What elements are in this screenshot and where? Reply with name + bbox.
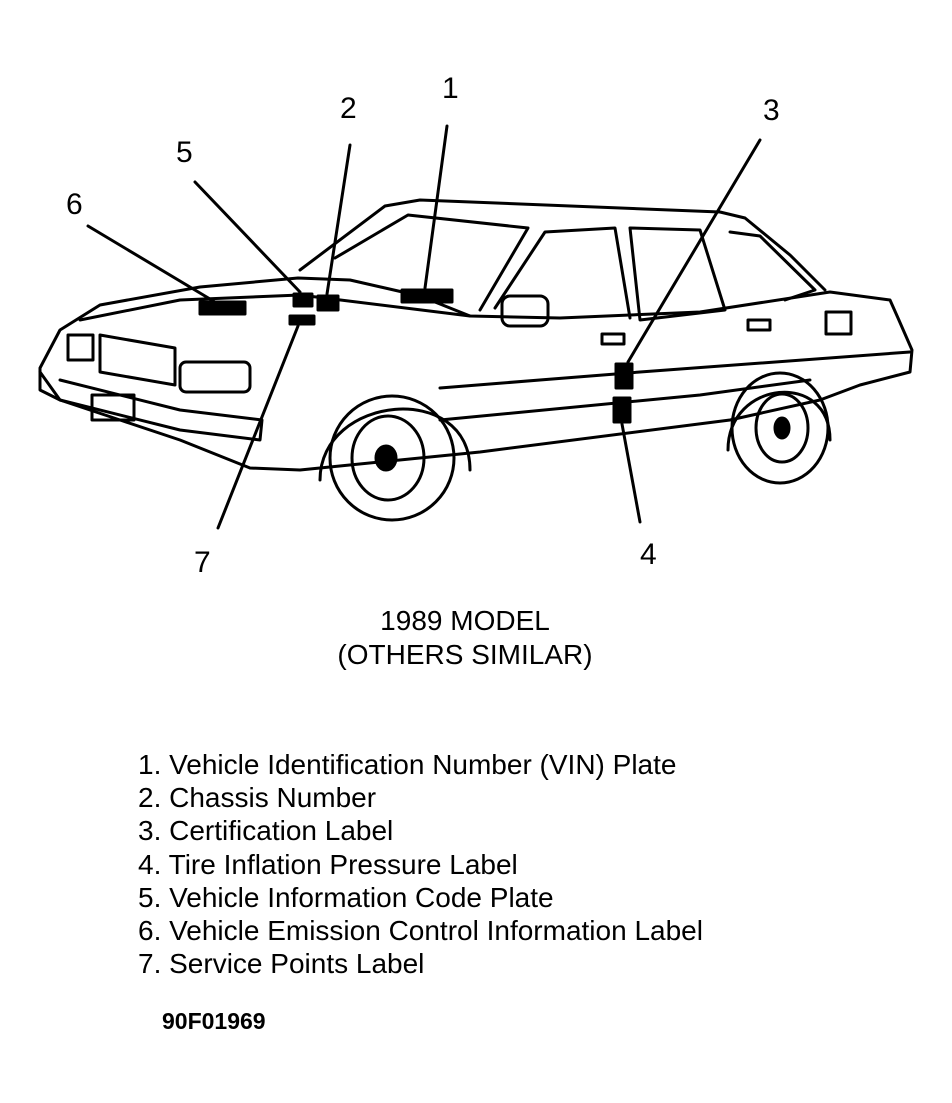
callout-number-2: 2: [340, 92, 357, 125]
marker-emission-label: [198, 300, 247, 316]
callout-number-5: 5: [176, 136, 193, 169]
figure-code: 90F01969: [162, 1008, 266, 1034]
leader-line-5: [193, 180, 302, 294]
car-door-handle-rear: [746, 318, 772, 332]
caption-model: 1989 MODEL: [380, 605, 550, 636]
legend-item-info-code-plate: 5. Vehicle Information Code Plate: [138, 881, 554, 913]
marker-tire-pressure-label: [612, 396, 632, 424]
callout-number-3: 3: [763, 94, 780, 127]
legend-item-chassis-number: 2. Chassis Number: [138, 782, 377, 814]
leader-line-2: [325, 143, 352, 296]
car-diagram: [38, 124, 914, 530]
caption-others-similar: (OTHERS SIMILAR): [337, 639, 593, 670]
marker-info-code-plate: [292, 292, 314, 308]
callout-number-6: 6: [66, 188, 83, 221]
legend-item-service-points-label: 7. Service Points Label: [138, 948, 425, 980]
car-license-plate: [90, 393, 136, 422]
callout-number-7: 7: [194, 546, 211, 579]
car-side-mirror: [500, 294, 550, 328]
marker-certification-label: [614, 362, 634, 390]
car-headlight-right: [178, 360, 252, 394]
marker-chassis-number: [316, 294, 340, 312]
car-body-outline: [38, 276, 914, 472]
car-rear-wheel: [726, 371, 832, 485]
car-headlight-left: [66, 333, 95, 362]
legend-list: 1. Vehicle Identification Number (VIN) P…: [138, 748, 703, 980]
car-taillight: [824, 310, 853, 336]
leader-line-4: [620, 422, 642, 524]
car-front-wheel: [318, 394, 472, 522]
leader-line-6: [86, 224, 217, 304]
marker-vin-plate: [400, 288, 454, 304]
car-belt-line: [438, 350, 912, 390]
leader-line-1: [423, 124, 449, 290]
marker-service-points: [288, 314, 316, 326]
legend-item-certification-label: 3. Certification Label: [138, 815, 394, 847]
callout-number-1: 1: [442, 72, 459, 105]
car-rocker-line: [438, 378, 812, 422]
callout-number-4: 4: [640, 538, 657, 571]
leader-line-7: [216, 324, 300, 530]
car-hood: [78, 293, 472, 322]
car-rear-window: [628, 226, 727, 322]
legend-item-emission-label: 6. Vehicle Emission Control Information …: [138, 915, 703, 947]
car-roof: [298, 198, 827, 292]
car-bumper: [38, 370, 264, 442]
car-grille: [98, 333, 177, 387]
legend-item-vin-plate: 1. Vehicle Identification Number (VIN) P…: [138, 749, 677, 780]
car-door-handle-front: [600, 332, 626, 346]
legend-item-tire-pressure-label: 4. Tire Inflation Pressure Label: [138, 848, 518, 880]
leader-line-3: [626, 138, 762, 364]
car-rear-glass: [728, 230, 817, 302]
car-front-window: [493, 226, 632, 320]
car-windshield: [333, 213, 530, 312]
